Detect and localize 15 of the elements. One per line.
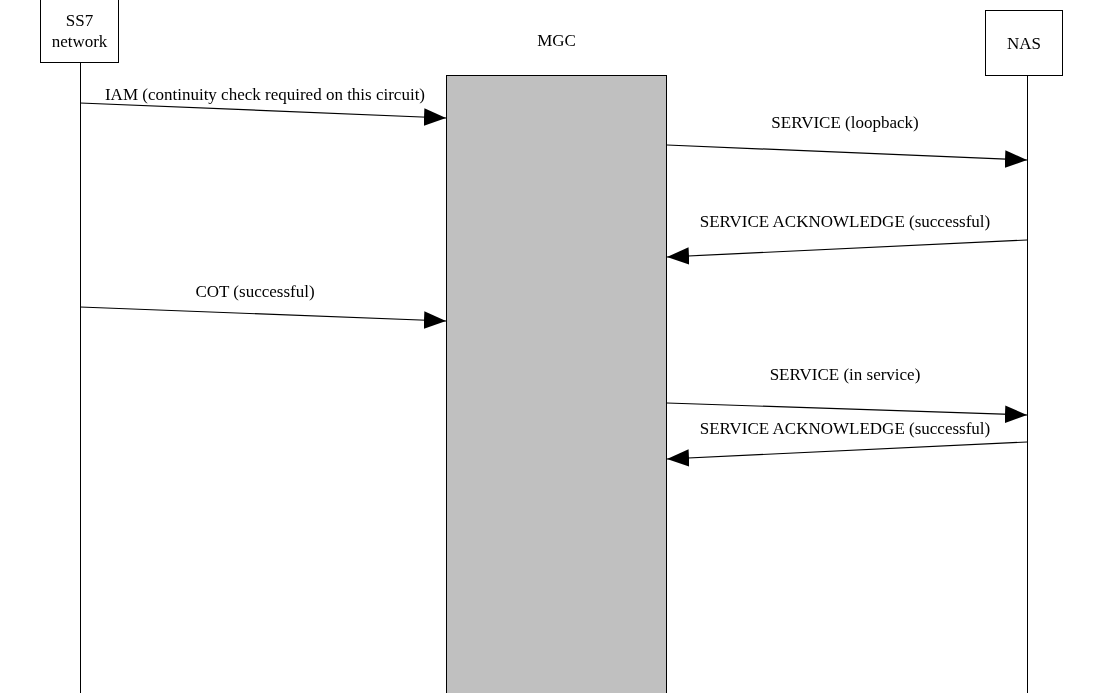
message-arrow	[79, 102, 447, 126]
message-arrow	[666, 144, 1028, 168]
message-arrow	[79, 306, 447, 329]
participant-box: NAS	[985, 10, 1063, 76]
message-arrow	[666, 402, 1028, 424]
message-label: SERVICE ACKNOWLEDGE (successful)	[698, 418, 992, 440]
message-arrow	[666, 239, 1028, 265]
message-label: COT (successful)	[194, 281, 316, 303]
participant-name: MGC	[536, 30, 577, 51]
participant-box: SS7 network	[40, 0, 119, 63]
message-label: SERVICE (in service)	[768, 364, 922, 386]
message-label: IAM (continuity check required on this circuit)	[103, 84, 427, 106]
message-label: SERVICE (loopback)	[770, 112, 920, 134]
message-arrow	[666, 441, 1028, 467]
message-label: SERVICE ACKNOWLEDGE (successful)	[698, 211, 992, 233]
